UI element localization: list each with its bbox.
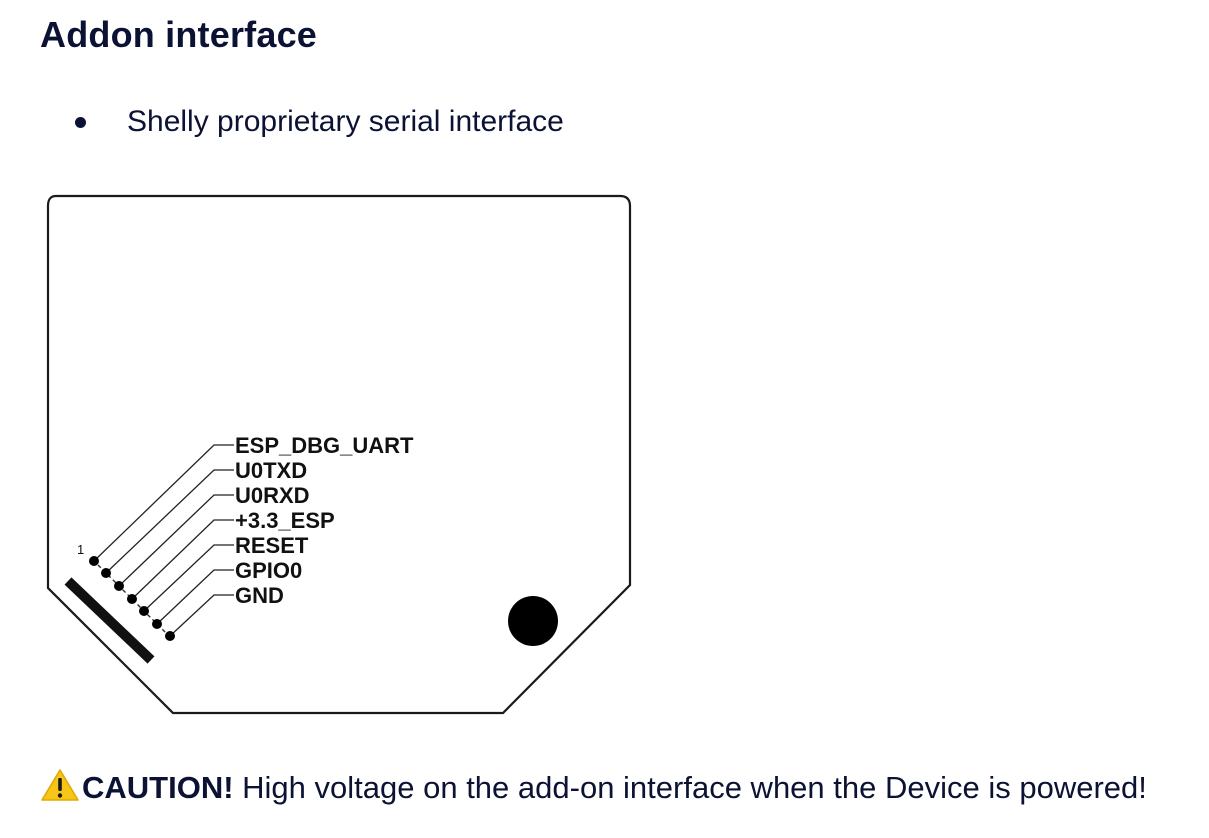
pin-u0rxd: U0RXD	[114, 483, 310, 591]
pin-dot	[114, 581, 124, 591]
pin-label: ESP_DBG_UART	[235, 433, 414, 458]
pin-dot	[89, 556, 99, 566]
pin-dot	[139, 606, 149, 616]
pin-label: U0RXD	[235, 483, 310, 508]
warning-icon	[40, 768, 80, 812]
mounting-hole	[508, 596, 558, 646]
addon-interface-diagram: 1 ESP_DBG_UART U0TXD U0RXD +3.3_ESP	[40, 190, 640, 720]
list-item: Shelly proprietary serial interface	[0, 100, 564, 144]
caution-label: CAUTION!	[82, 770, 234, 805]
pin-gnd: GND	[165, 583, 284, 641]
pin-label: +3.3_ESP	[235, 508, 335, 533]
bullet-list: Shelly proprietary serial interface	[0, 100, 564, 144]
pin-label: RESET	[235, 533, 309, 558]
pin-label: GPIO0	[235, 558, 302, 583]
pin-label: GND	[235, 583, 284, 608]
connector-bar	[64, 577, 155, 664]
pin-dot	[152, 619, 162, 629]
pin-one-marker: 1	[77, 542, 84, 557]
pin-gpio0: GPIO0	[152, 558, 302, 629]
pin-esp-dbg-uart: ESP_DBG_UART	[89, 433, 414, 566]
pin-dot	[165, 631, 175, 641]
board-outline	[46, 194, 632, 715]
caution-notice: CAUTION! High voltage on the add-on inte…	[40, 768, 1147, 812]
pin-label: U0TXD	[235, 458, 307, 483]
bullet-icon	[75, 117, 86, 128]
pin-reset: RESET	[139, 533, 309, 616]
addon-board-drawing: 1 ESP_DBG_UART U0TXD U0RXD +3.3_ESP	[46, 194, 632, 715]
pin-dot	[127, 594, 137, 604]
caution-text: High voltage on the add-on interface whe…	[233, 770, 1147, 805]
pin-3v3-esp: +3.3_ESP	[127, 508, 335, 604]
pin-u0txd: U0TXD	[101, 458, 307, 578]
section-title: Addon interface	[40, 14, 318, 55]
list-item-text: Shelly proprietary serial interface	[127, 105, 564, 138]
pin-dot	[101, 568, 111, 578]
